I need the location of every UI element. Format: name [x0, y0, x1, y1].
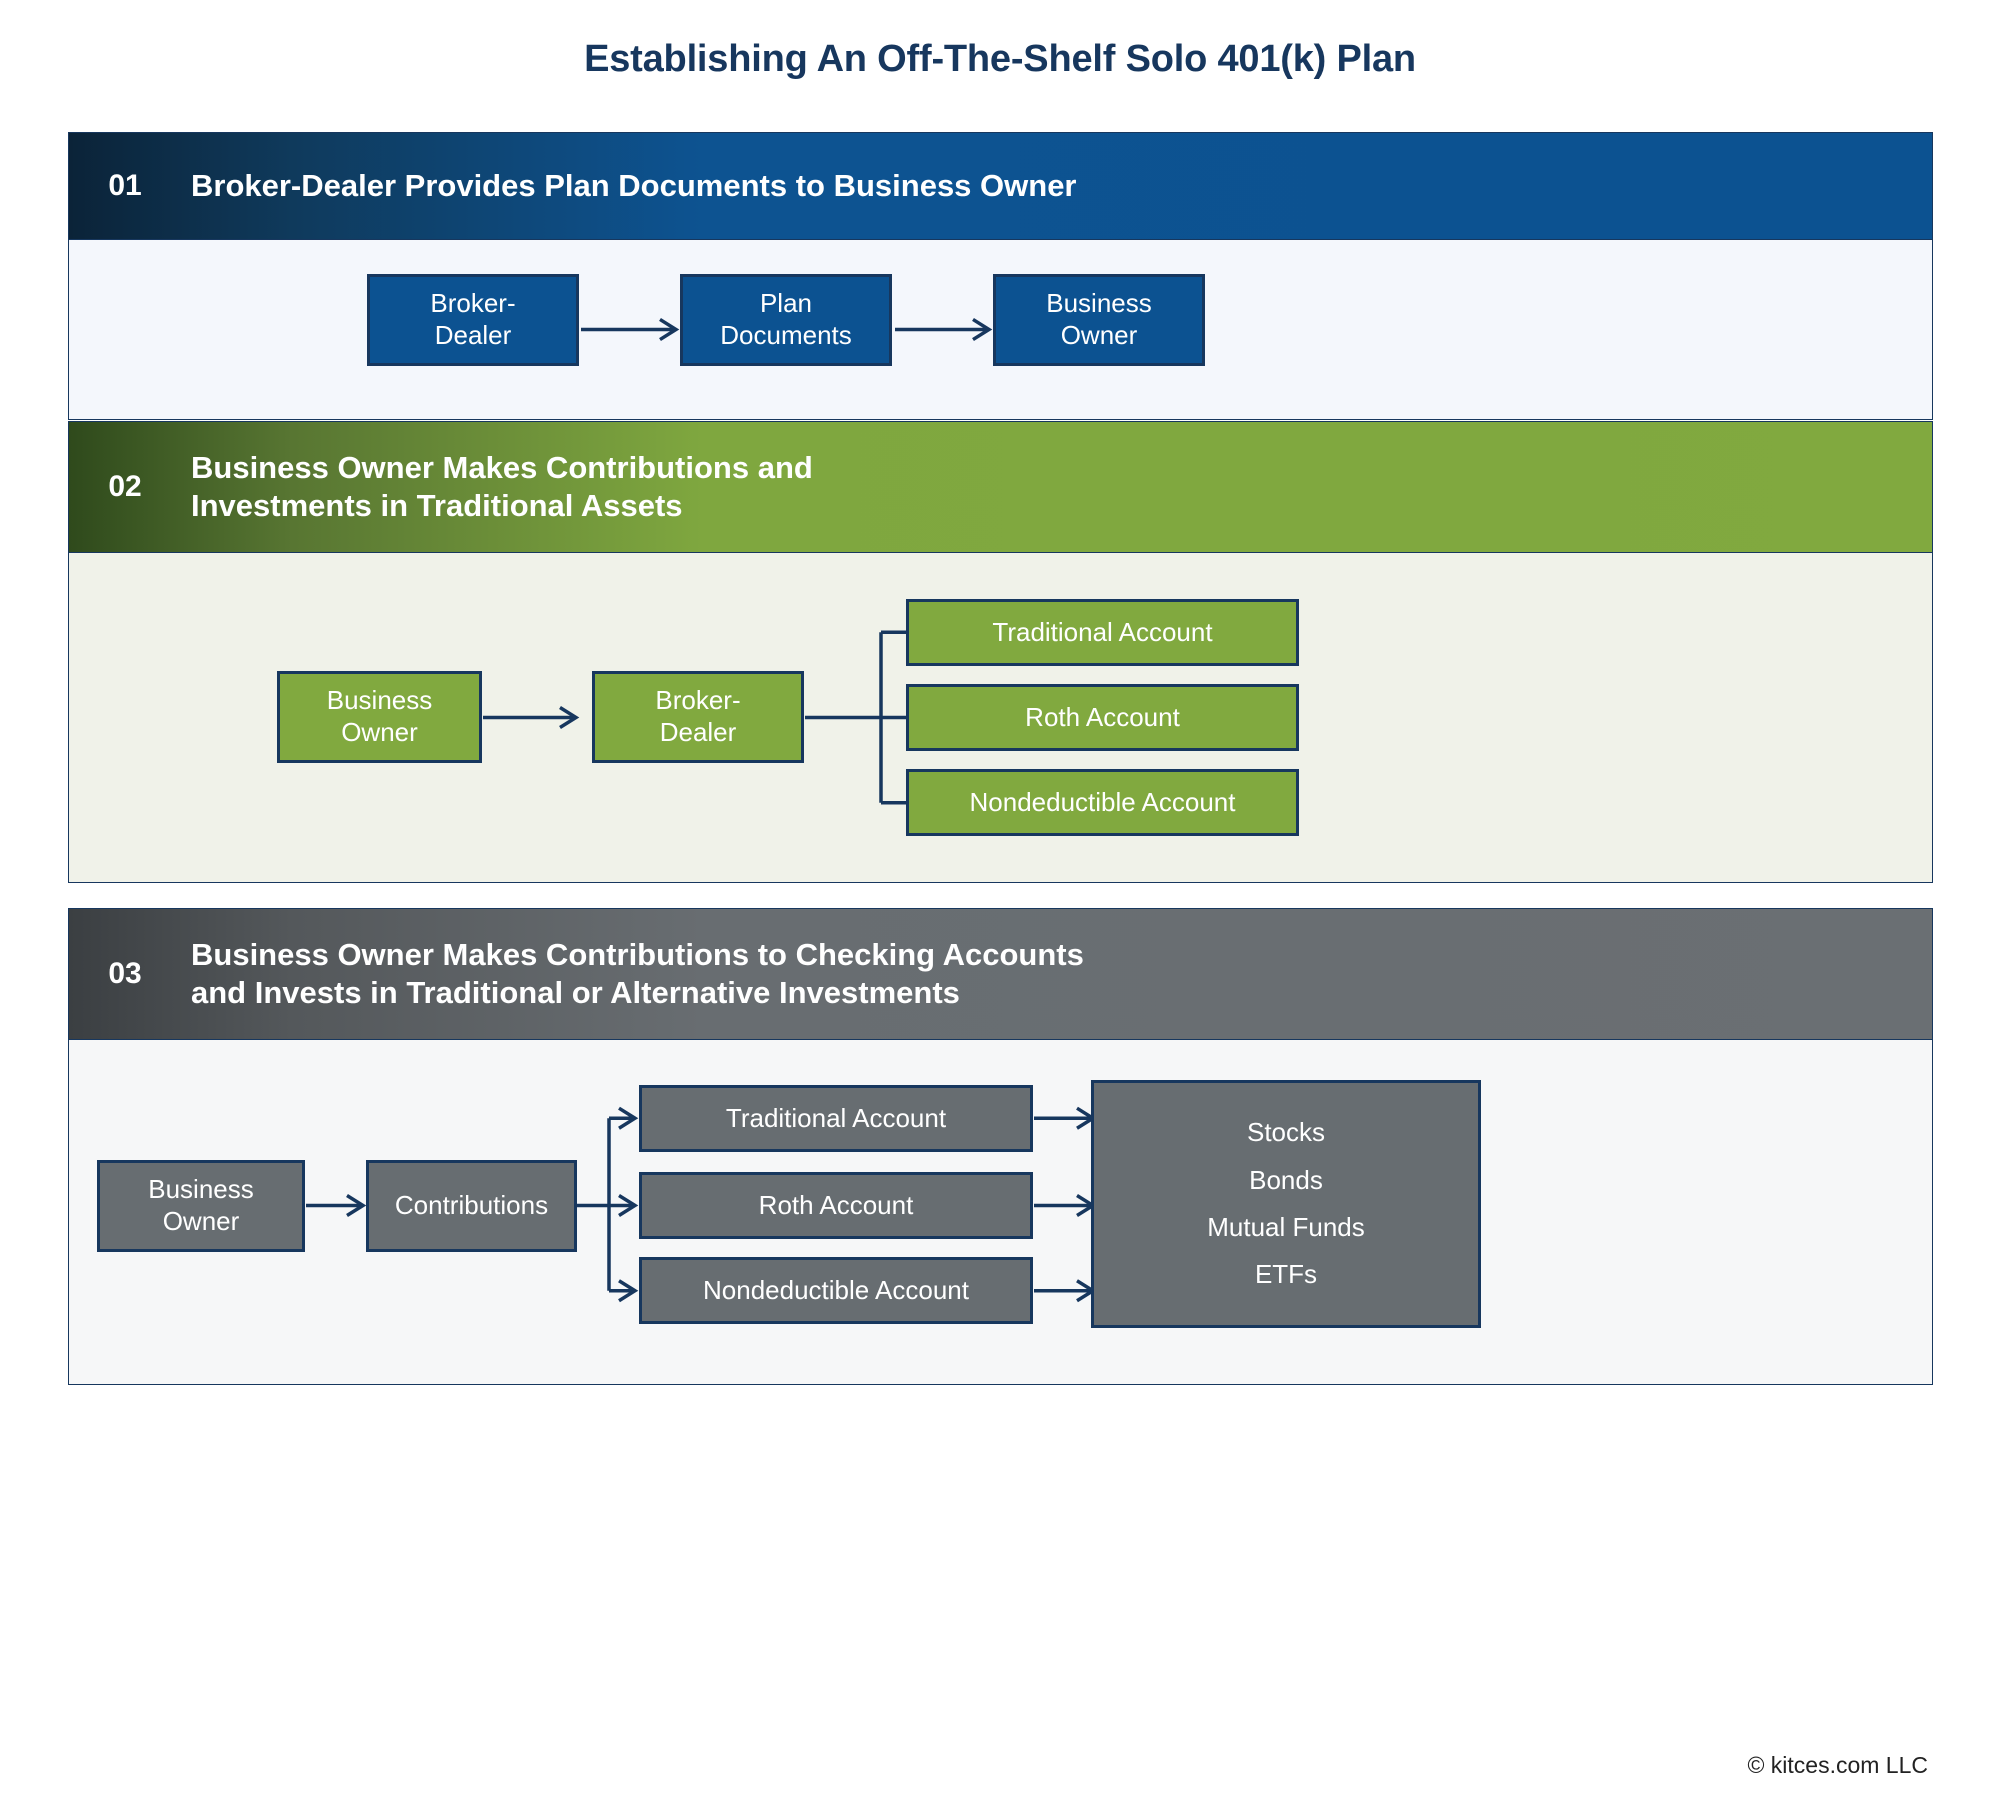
node-traditional-account: Traditional Account	[639, 1085, 1033, 1152]
section-03: 03 Business Owner Makes Contributions to…	[68, 908, 1933, 1385]
node-nondeductible-account: Nondeductible Account	[639, 1257, 1033, 1324]
node-business-owner: Business Owner	[277, 671, 482, 763]
arrow-head-bottom	[618, 1279, 639, 1303]
node-business-owner: Business Owner	[97, 1160, 305, 1252]
section-02-header: 02 Business Owner Makes Contributions an…	[68, 421, 1933, 553]
node-traditional-account: Traditional Account	[906, 599, 1299, 666]
section-02-heading: Business Owner Makes Contributions and I…	[191, 450, 813, 523]
node-label: Business Owner	[148, 1174, 254, 1236]
node-broker-dealer: Broker- Dealer	[592, 671, 804, 763]
node-label: Business Owner	[1046, 288, 1152, 350]
section-01-body: Broker- Dealer Plan Documents Business O…	[68, 240, 1933, 420]
section-02-number: 02	[108, 470, 142, 503]
arrow-head-top	[618, 1106, 639, 1130]
copyright-footer: © kitces.com LLC	[1747, 1752, 1928, 1778]
section-03-header: 03 Business Owner Makes Contributions to…	[68, 908, 1933, 1040]
node-label: Traditional Account	[725, 1102, 947, 1133]
arrow-head-1	[559, 705, 580, 730]
node-label: Nondeductible Account	[703, 1274, 969, 1305]
section-03-heading: Business Owner Makes Contributions to Ch…	[191, 937, 1084, 1010]
arrow-head-mid	[618, 1193, 639, 1217]
section-01-number: 01	[108, 169, 142, 202]
node-plan-documents: Plan Documents	[680, 274, 892, 366]
section-03-number: 03	[108, 957, 142, 990]
node-label: Nondeductible Account	[969, 786, 1236, 817]
node-contributions: Contributions	[366, 1160, 577, 1252]
section-01-header: 01 Broker-Dealer Provides Plan Documents…	[68, 132, 1933, 240]
node-label: Roth Account	[758, 1189, 914, 1220]
arrow-head-1	[659, 317, 680, 342]
node-roth-account: Roth Account	[906, 684, 1299, 751]
node-label: Roth Account	[1025, 701, 1180, 732]
page-title: Establishing An Off-The-Shelf Solo 401(k…	[584, 38, 1416, 80]
node-label: Plan Documents	[720, 288, 852, 350]
node-label: Broker- Dealer	[430, 288, 516, 350]
arrow-head-2	[972, 317, 993, 342]
node-label: Contributions	[394, 1190, 549, 1221]
section-03-body: Business Owner Contributions Traditional…	[68, 1040, 1933, 1385]
node-label: Traditional Account	[992, 616, 1213, 647]
node-investments-list: Stocks Bonds Mutual Funds ETFs	[1091, 1080, 1481, 1328]
node-nondeductible-account: Nondeductible Account	[906, 769, 1299, 836]
node-broker-dealer: Broker- Dealer	[367, 274, 579, 366]
section-01-heading: Broker-Dealer Provides Plan Documents to…	[191, 168, 1077, 204]
node-business-owner: Business Owner	[993, 274, 1205, 366]
section-02: 02 Business Owner Makes Contributions an…	[68, 421, 1933, 883]
node-label: Broker- Dealer	[655, 685, 741, 747]
node-label: Business Owner	[326, 685, 433, 747]
node-roth-account: Roth Account	[639, 1172, 1033, 1239]
section-01: 01 Broker-Dealer Provides Plan Documents…	[68, 132, 1933, 420]
arrow-head-1	[346, 1193, 367, 1217]
node-label: Stocks Bonds Mutual Funds ETFs	[1207, 1117, 1365, 1290]
section-02-body: Business Owner Broker- Dealer Traditiona…	[68, 553, 1933, 883]
